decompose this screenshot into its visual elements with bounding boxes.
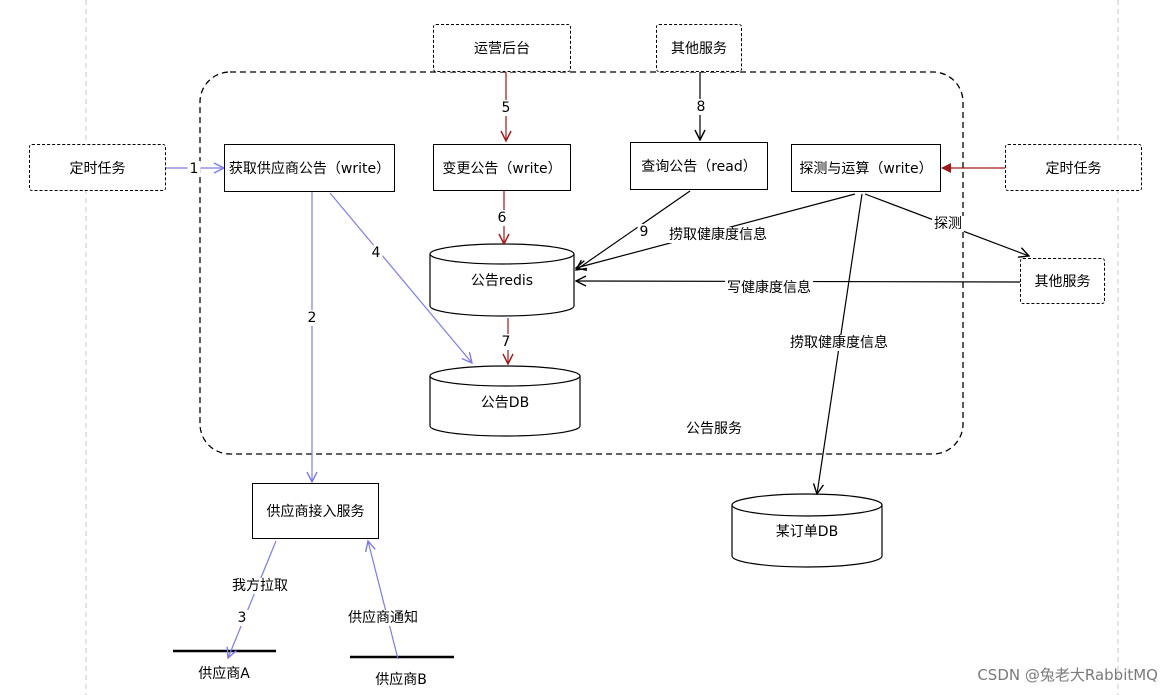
query-notice-label: 查询公告（read） <box>641 159 757 175</box>
edge-3 <box>228 540 277 658</box>
fetch-notice-box: 获取供应商公告（write） <box>224 144 395 192</box>
other-service-top-label: 其他服务 <box>671 41 727 57</box>
timer-left-box: 定时任务 <box>29 144 166 191</box>
timer-left-label: 定时任务 <box>69 160 126 177</box>
supplier-a-label: 供应商A <box>198 666 250 682</box>
edge-8-label: 8 <box>694 99 708 115</box>
fetch-notice-label: 获取供应商公告（write） <box>228 161 391 177</box>
edge-2-label: 2 <box>305 310 319 326</box>
probe-calc-label: 探测与运算（write） <box>799 161 933 177</box>
probe-calc-box: 探测与运算（write） <box>791 144 941 192</box>
fetch-health-orderdb-label: 捞取健康度信息 <box>788 335 890 351</box>
edge-supplier-notify <box>368 541 399 660</box>
supplier-access-label: 供应商接入服务 <box>266 504 365 520</box>
order-db-cylinder <box>731 493 883 568</box>
change-notice-label: 变更公告（write） <box>442 160 562 177</box>
our-pull-label: 我方拉取 <box>230 578 290 594</box>
csdn-watermark: CSDN @兔老大RabbitMQ <box>977 666 1158 684</box>
supplier-b-label: 供应商B <box>375 672 427 688</box>
edge-9-label: 9 <box>637 224 651 240</box>
other-service-right-box: 其他服务 <box>1020 258 1105 304</box>
other-service-top-box: 其他服务 <box>656 24 742 72</box>
notice-db-label: 公告DB <box>480 395 530 411</box>
edge-4 <box>329 192 472 363</box>
notice-service-group <box>199 71 964 455</box>
notice-redis-label: 公告redis <box>470 273 534 289</box>
probe-label: 探测 <box>932 216 964 232</box>
other-service-right-label: 其他服务 <box>1034 274 1091 290</box>
edge-1-label: 1 <box>187 161 201 177</box>
edge-4-label: 4 <box>369 245 383 261</box>
notice-service-group-label: 公告服务 <box>686 421 742 437</box>
edge-5-label: 5 <box>499 100 513 116</box>
timer-right-label: 定时任务 <box>1045 160 1102 177</box>
edge-7-label: 7 <box>499 334 513 350</box>
edge-9 <box>576 190 691 270</box>
fetch-health-redis-label: 捞取健康度信息 <box>667 227 769 243</box>
query-notice-box: 查询公告（read） <box>630 142 768 190</box>
ops-admin-label: 运营后台 <box>474 41 530 57</box>
edge-3-label: 3 <box>235 610 249 626</box>
change-notice-box: 变更公告（write） <box>433 144 571 191</box>
ops-admin-box: 运营后台 <box>433 24 571 72</box>
order-db-label: 某订单DB <box>775 524 839 540</box>
timer-right-box: 定时任务 <box>1005 144 1142 191</box>
supplier-access-box: 供应商接入服务 <box>252 483 379 539</box>
notice-redis-cylinder <box>429 243 575 317</box>
supplier-notify-label: 供应商通知 <box>346 610 420 626</box>
edge-6-label: 6 <box>495 210 509 226</box>
write-health-label: 写健康度信息 <box>725 280 813 296</box>
notice-db-cylinder <box>429 365 581 437</box>
